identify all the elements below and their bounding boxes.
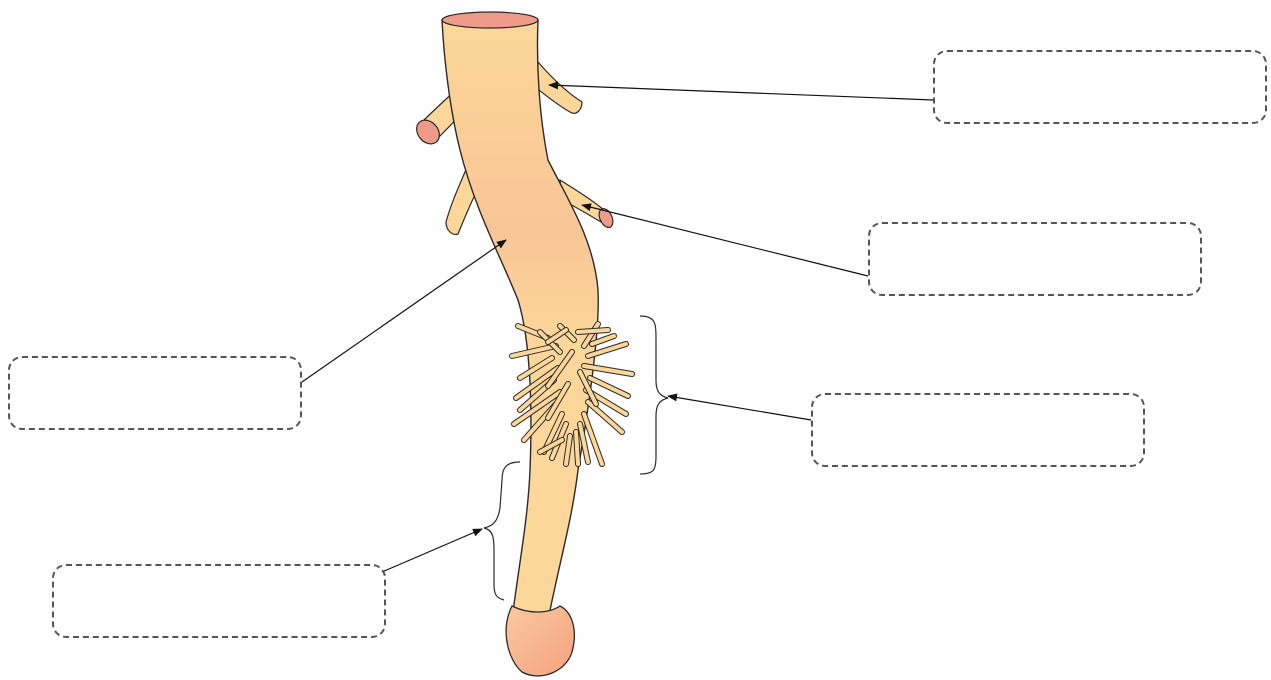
leader-mid-right (582, 205, 868, 276)
label-box-mid-right[interactable] (868, 222, 1202, 296)
label-box-left[interactable] (8, 356, 302, 430)
root-hair-fill (576, 432, 578, 464)
leader-left (302, 240, 506, 382)
label-box-bottom-left[interactable] (52, 564, 386, 638)
main-root-cut-end (442, 12, 538, 28)
lateral-root-upper-right (534, 62, 582, 113)
root-hair-fill (578, 330, 608, 332)
bracket-root-hair-zone (640, 316, 668, 474)
root-cap (506, 606, 574, 676)
label-box-upper-right[interactable] (933, 50, 1267, 124)
label-box-lower-right[interactable] (811, 393, 1145, 467)
bracket-elongation-zone (484, 462, 520, 600)
leader-lower-right (668, 396, 811, 420)
leader-upper-right (549, 85, 933, 100)
leader-bottom-left (382, 529, 482, 572)
